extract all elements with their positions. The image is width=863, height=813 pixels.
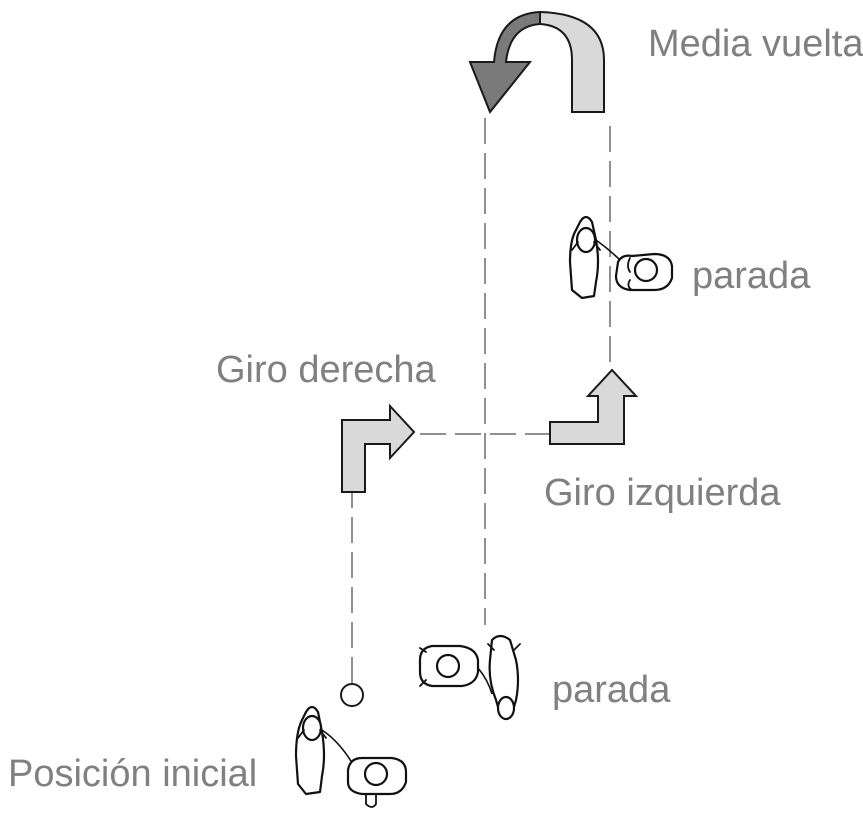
route-path (351, 118, 611, 683)
start-circle-icon (340, 683, 364, 707)
label-parada-bottom: parada (552, 669, 671, 711)
handler-and-dog-icon (568, 215, 674, 300)
label-parada-top: parada (692, 255, 811, 297)
label-posicion-inicial: Posición inicial (8, 753, 257, 795)
left-turn-arrow-icon (549, 368, 639, 445)
label-media-vuelta: Media vuelta (648, 23, 863, 65)
right-turn-arrow-icon (341, 403, 416, 493)
label-giro-izquierda: Giro izquierda (544, 472, 781, 514)
handler-and-dog-icon (418, 634, 521, 721)
u-turn-arrow-icon (468, 10, 605, 114)
label-giro-derecha: Giro derecha (216, 349, 437, 391)
handler-and-dog-icon (294, 705, 408, 808)
